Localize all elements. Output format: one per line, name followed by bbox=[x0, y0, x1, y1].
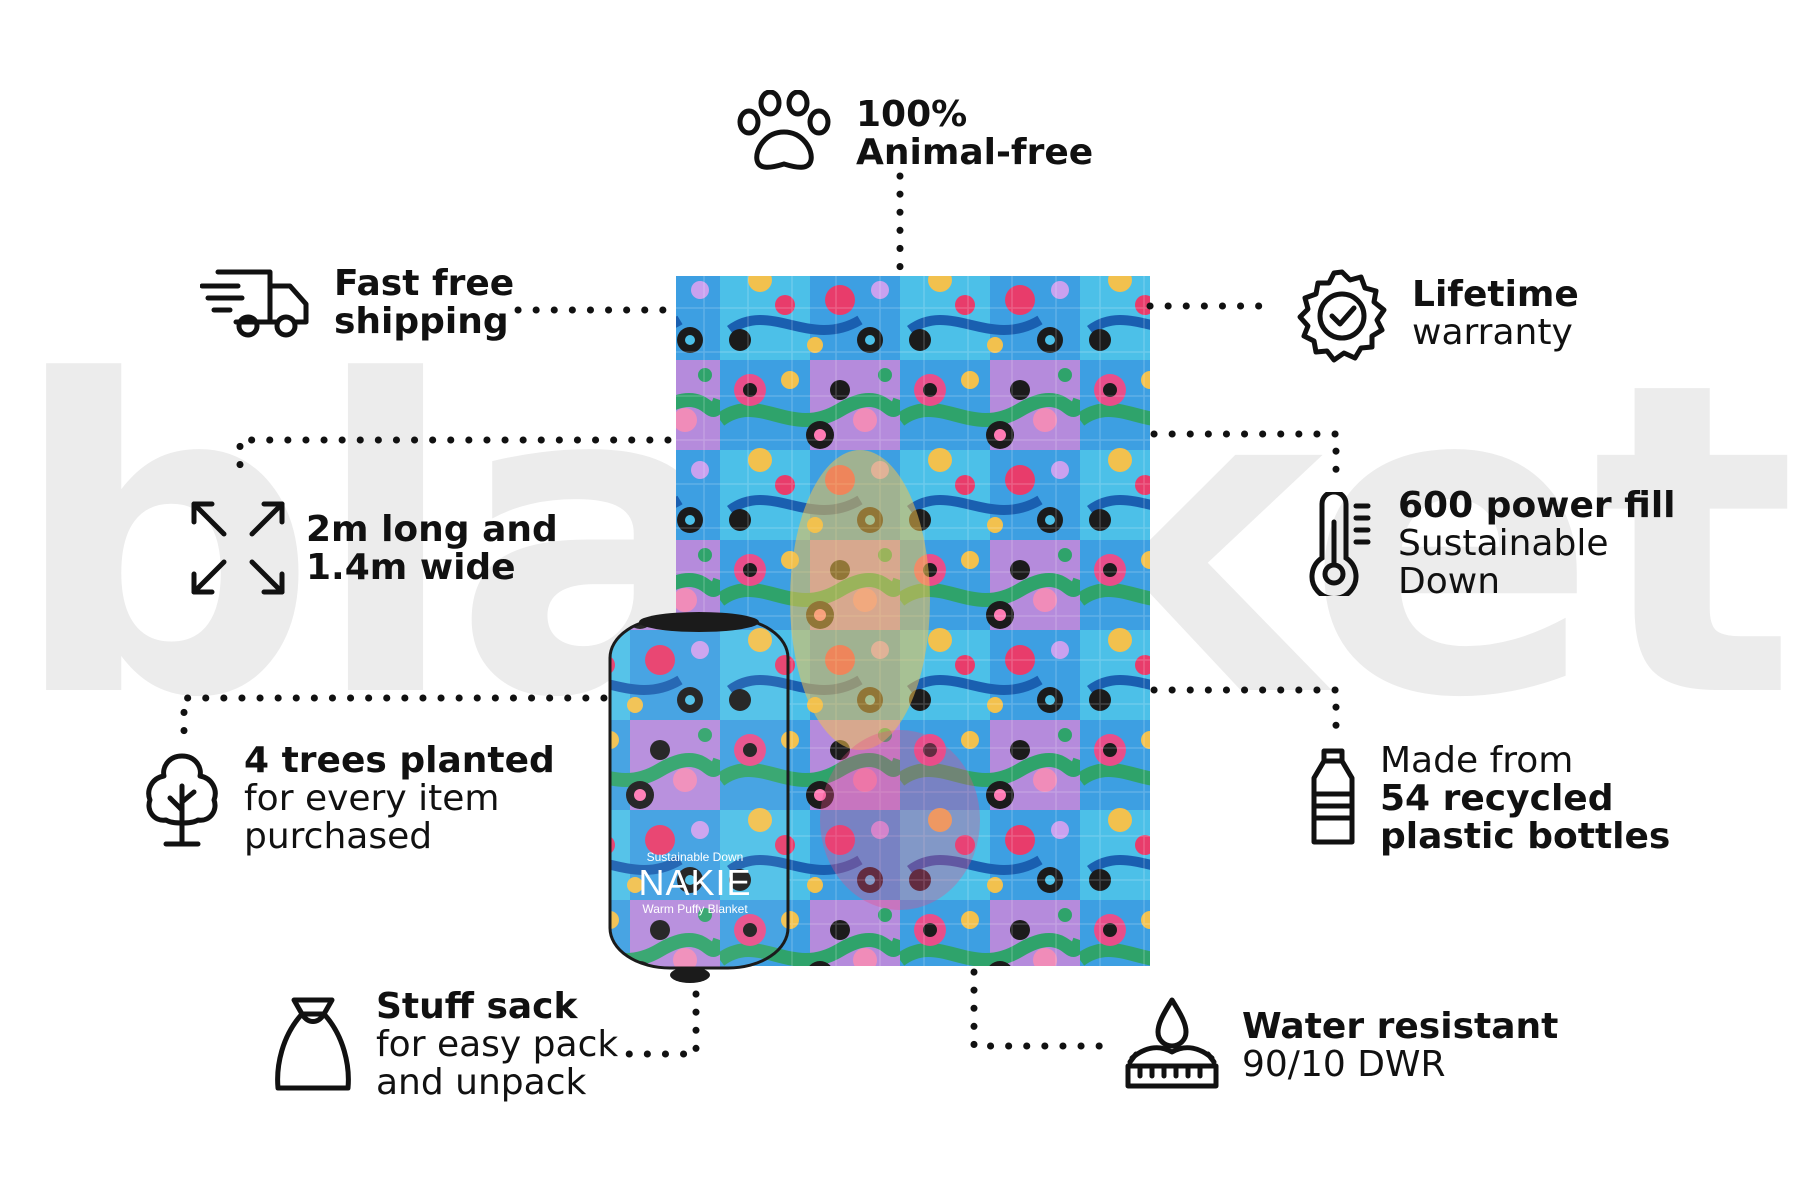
thermometer-icon bbox=[1309, 492, 1371, 596]
size-label: 2m long and 1.4m wide bbox=[306, 509, 558, 588]
bag-brand: NAKIE bbox=[638, 862, 752, 903]
bag-tagline: Sustainable Down bbox=[646, 850, 744, 864]
blanket-image bbox=[676, 276, 1150, 966]
fill-power-label: 600 power fill Sustainable Down bbox=[1398, 485, 1676, 602]
sack-icon bbox=[275, 997, 351, 1091]
trees-label: 4 trees planted for every item purchased bbox=[244, 740, 555, 857]
water-resistant-label: Water resistant 90/10 DWR bbox=[1242, 1006, 1559, 1085]
tree-icon bbox=[146, 753, 218, 847]
delivery-truck-icon bbox=[200, 269, 309, 338]
paw-icon bbox=[737, 90, 831, 170]
animal-free-label: 100% Animal-free bbox=[856, 94, 1094, 173]
bottle-icon bbox=[1311, 748, 1355, 845]
warranty-label: Lifetime warranty bbox=[1412, 274, 1579, 353]
water-drop-icon bbox=[1125, 997, 1219, 1089]
expand-arrows-icon bbox=[191, 501, 285, 595]
recycled-label: Made from 54 recycled plastic bottles bbox=[1380, 740, 1671, 857]
connector-lines bbox=[180, 172, 1340, 1058]
stuff-sack-image bbox=[608, 612, 790, 983]
stuff-sack-label: Stuff sack for easy pack and unpack bbox=[376, 986, 619, 1103]
shipping-label: Fast free shipping bbox=[334, 263, 515, 342]
bag-logo: Sustainable Down NAKIE Warm Puffy Blanke… bbox=[620, 850, 770, 916]
warranty-badge-icon bbox=[1297, 269, 1387, 363]
bag-subtitle: Warm Puffy Blanket bbox=[642, 902, 748, 916]
